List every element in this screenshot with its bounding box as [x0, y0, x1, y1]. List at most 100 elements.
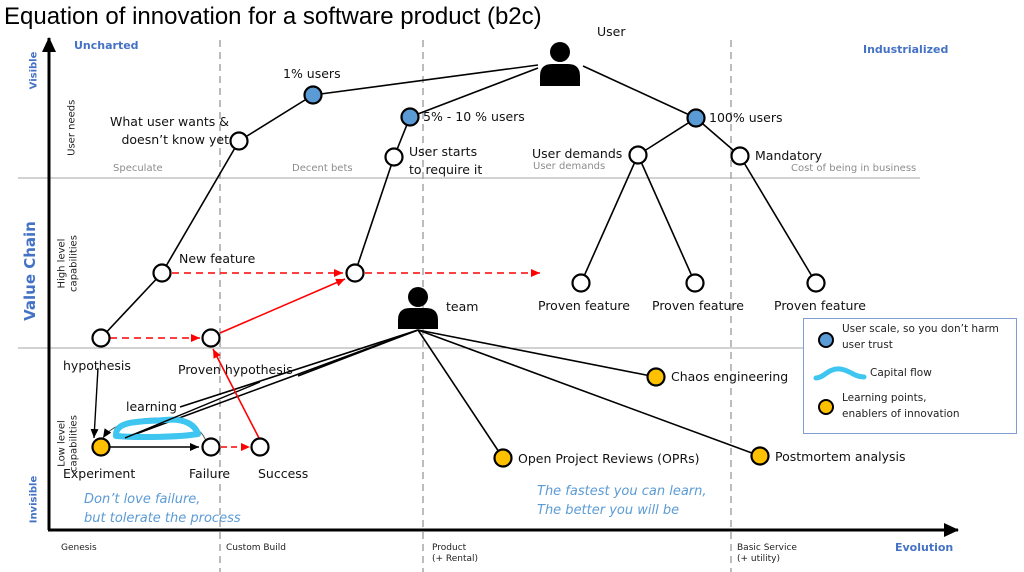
node-hypothesis[interactable] — [91, 328, 111, 348]
node-chaos-engineering[interactable] — [646, 367, 666, 387]
label-learning: learning — [126, 399, 177, 414]
legend-learning-line2: enablers of innovation — [842, 407, 960, 420]
user-person-icon — [540, 42, 580, 86]
node-wants[interactable] — [229, 131, 249, 151]
link-100pct-mandatory — [695, 117, 741, 157]
progress-arrows — [110, 269, 540, 451]
node-postmortem[interactable] — [750, 446, 770, 466]
stage-custom-build: Custom Build — [226, 543, 286, 553]
node-proven-feature-3[interactable] — [806, 273, 826, 293]
node-high-level-middle[interactable] — [345, 263, 365, 283]
label-100pct-users: 100% users — [709, 110, 783, 125]
node-proven-feature-2[interactable] — [685, 273, 705, 293]
red-proven-to-node — [219, 278, 346, 334]
row-label-user-needs: User needs — [66, 99, 78, 156]
label-failure: Failure — [189, 466, 231, 481]
node-user-demands[interactable] — [628, 145, 648, 165]
node-1pct-users[interactable] — [303, 85, 323, 105]
uncharted-label: Uncharted — [74, 39, 139, 52]
legend-user-scale-line2: user trust — [842, 338, 893, 351]
node-proven-hypothesis[interactable] — [201, 328, 221, 348]
node-100pct-users[interactable] — [686, 108, 706, 128]
quote-right-line2: The better you will be — [537, 502, 680, 518]
stage-basic-service-sub: (+ utility) — [737, 553, 781, 564]
node-starts-require[interactable] — [384, 147, 404, 167]
quote-right-line1: The fastest you can learn, — [537, 484, 707, 499]
label-1pct-users: 1% users — [283, 66, 341, 81]
row-label-high-level: High level capabilities — [57, 229, 80, 299]
node-5-10pct-users[interactable] — [400, 107, 420, 127]
stage-basic-service: Basic Service (+ utility) — [737, 543, 797, 565]
row-label-high-level-text: High level capabilities — [56, 235, 80, 292]
link-demands-pf1 — [580, 154, 639, 284]
label-oprs: Open Project Reviews (OPRs) — [518, 451, 700, 466]
legend-learning-line1: Learning points, — [842, 392, 927, 404]
node-mandatory[interactable] — [730, 146, 750, 166]
learning-nodes — [91, 367, 770, 468]
value-chain-label: Value Chain — [21, 221, 39, 321]
label-proven-feature-2: Proven feature — [652, 298, 744, 313]
page-title: Equation of innovation for a software pr… — [4, 3, 542, 30]
label-starts-line2: to require it — [409, 161, 483, 177]
zone-cost-of-business: Cost of being in business — [791, 163, 917, 174]
link-user-5pct — [409, 67, 539, 118]
quote-learn-fast: The fastest you can learn, The better yo… — [537, 483, 707, 521]
label-chaos-engineering: Chaos engineering — [671, 369, 789, 384]
legend-capital-flow: Capital flow — [870, 367, 932, 379]
team-actor-label: team — [446, 299, 479, 314]
node-experiment[interactable] — [91, 437, 111, 457]
legend-user-scale-line1: User scale, so you don’t harm — [842, 323, 999, 335]
label-proven-feature-3: Proven feature — [774, 298, 866, 313]
link-starts-node — [354, 156, 395, 274]
zone-decent-bets: Decent bets — [292, 163, 353, 174]
stage-product-name: Product — [432, 543, 467, 553]
evolution-axis-label: Evolution — [895, 541, 954, 554]
link-user-100pct — [582, 65, 697, 119]
label-user-demands: User demands — [532, 146, 623, 161]
label-5-10pct-users: 5% - 10 % users — [423, 109, 525, 124]
label-postmortem: Postmortem analysis — [775, 449, 906, 464]
legend-yellow-dot-icon — [818, 399, 834, 415]
zone-user-demands: User demands — [533, 161, 606, 172]
node-proven-feature-1[interactable] — [571, 273, 591, 293]
label-experiment: Experiment — [63, 466, 136, 481]
node-success[interactable] — [250, 437, 270, 457]
link-team-postmortem — [417, 329, 761, 457]
node-new-feature[interactable] — [152, 263, 172, 283]
stage-genesis: Genesis — [61, 543, 97, 553]
label-wants-line1: What user wants & — [110, 114, 229, 129]
invisible-label: Invisible — [28, 475, 40, 524]
label-proven-feature-1: Proven feature — [538, 298, 630, 313]
link-demands-pf2 — [637, 154, 696, 284]
user-actor-label: User — [597, 24, 626, 39]
label-new-feature: New feature — [179, 251, 256, 266]
quote-tolerate-failure: Don’t love failure, but tolerate the pro… — [84, 491, 241, 529]
label-starts-line1: User starts — [409, 144, 478, 159]
link-team-chaos — [417, 329, 657, 378]
label-wants-line2: doesn’t know yet — [121, 132, 229, 148]
label-hypothesis: hypothesis — [63, 358, 131, 373]
label-wants: What user wants & doesn’t know yet — [107, 113, 229, 149]
user-scale-nodes — [303, 85, 706, 128]
label-success: Success — [258, 466, 309, 481]
legend-box: User scale, so you don’t harm user trust… — [803, 318, 1017, 434]
node-oprs[interactable] — [493, 448, 513, 468]
node-failure[interactable] — [201, 437, 221, 457]
white-nodes — [91, 131, 826, 457]
link-100pct-demands — [637, 117, 697, 156]
legend-blue-dot-icon — [818, 332, 834, 348]
legend-capital-flow-icon — [813, 366, 867, 381]
link-team-capital-over — [124, 381, 261, 439]
quote-left-line2: but tolerate the process — [84, 510, 241, 526]
quote-left-line1: Don’t love failure, — [84, 492, 201, 507]
label-mandatory: Mandatory — [755, 148, 823, 163]
legend-user-scale: User scale, so you don’t harm user trust — [842, 322, 999, 354]
link-team-learning — [179, 329, 419, 408]
link-newfeature-hypothesis — [100, 272, 163, 339]
legend-learning-points: Learning points, enablers of innovation — [842, 391, 960, 423]
link-mandatory-pf3 — [739, 155, 817, 284]
arrow-hypothesis-experiment — [90, 367, 99, 439]
link-1pct-wants — [238, 94, 314, 142]
